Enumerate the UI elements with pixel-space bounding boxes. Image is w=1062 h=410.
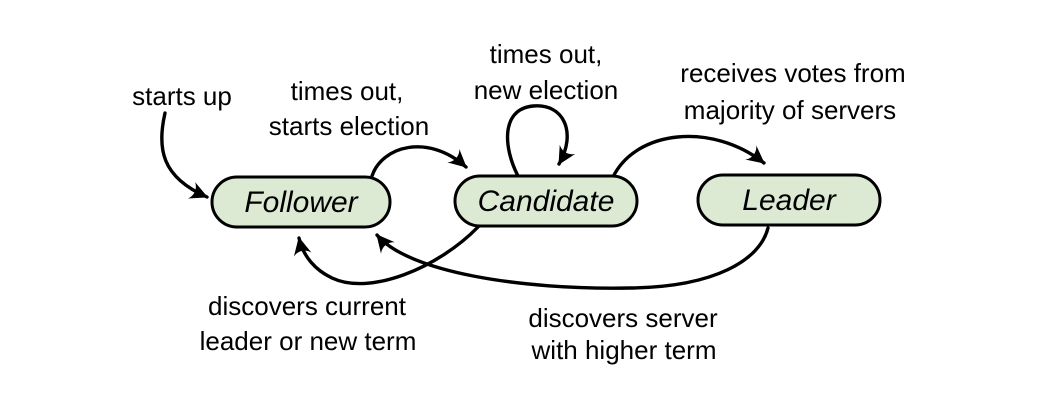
edge-label-candidate-to-leader-line1: receives votes from	[680, 58, 905, 88]
state-node-candidate: Candidate	[453, 174, 639, 228]
state-node-leader: Leader	[696, 173, 882, 227]
state-node-candidate-label: Candidate	[478, 185, 615, 218]
state-node-candidate-shape	[453, 174, 639, 228]
edge-label-candidate-to-follower-line2: leader or new term	[200, 326, 417, 356]
state-node-leader-label: Leader	[742, 184, 836, 217]
edge-label-candidate-self-line1: times out,	[490, 39, 603, 69]
edge-labels: starts up times out, starts election tim…	[132, 39, 906, 365]
edge-label-leader-to-follower-line1: discovers server	[528, 303, 718, 333]
edge-candidate-self-loop-arrow	[505, 104, 576, 178]
state-node-follower-shape	[210, 175, 392, 229]
edge-label-follower-to-candidate-line1: times out,	[291, 76, 404, 106]
state-node-follower: Follower	[210, 175, 392, 229]
edge-label-starts-up: starts up	[132, 81, 232, 111]
edges	[160, 104, 770, 290]
state-nodes: Follower Candidate Leader	[210, 173, 882, 229]
edge-label-follower-to-candidate-line2: starts election	[269, 111, 429, 141]
edge-leader-to-follower-arrow	[375, 226, 770, 290]
edge-label-leader-to-follower-line2: with higher term	[531, 335, 717, 365]
edge-follower-to-candidate-arrow	[370, 145, 468, 178]
edge-starts-up-arrow	[160, 111, 209, 199]
edge-label-candidate-to-leader-line2: majority of servers	[684, 95, 896, 125]
edge-label-candidate-to-follower-line1: discovers current	[208, 291, 407, 321]
state-node-follower-label: Follower	[244, 186, 358, 219]
edge-candidate-to-follower-arrow	[293, 225, 480, 286]
state-node-leader-shape	[696, 173, 882, 227]
edge-candidate-to-leader-arrow	[611, 134, 766, 179]
edge-label-candidate-self-line2: new election	[474, 75, 619, 105]
